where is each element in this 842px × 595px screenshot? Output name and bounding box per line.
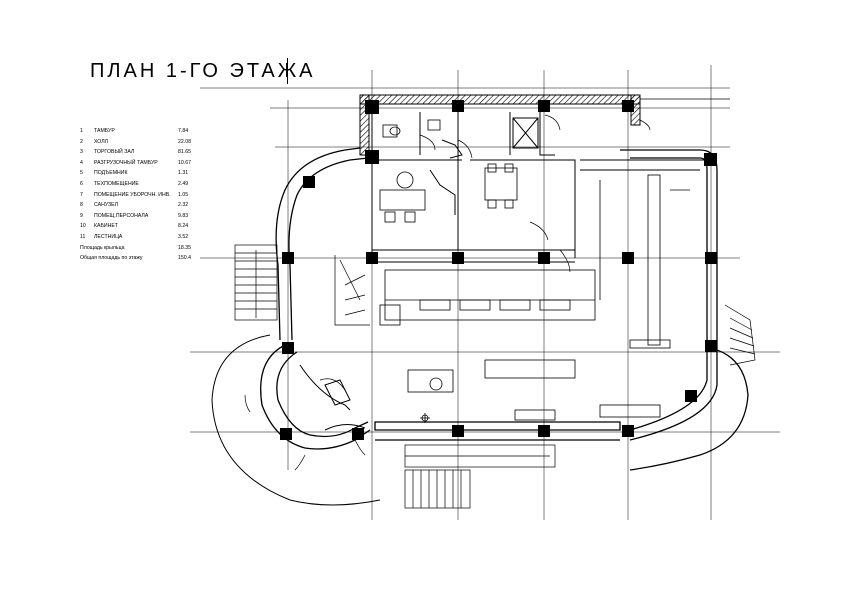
legend-row: 6 ТЕХПОМЕЩЕНИЕ 2.49 bbox=[80, 181, 200, 192]
legend-room-area: 2.49 bbox=[178, 180, 189, 187]
legend-row: 4 РАЗГРУЗОЧНЫЙ ТАМБУР 10.67 bbox=[80, 160, 200, 171]
legend-room-name: ЛЕСТНИЦА bbox=[94, 233, 123, 240]
legend-row: 10 КАБИНЕТ 8.24 bbox=[80, 223, 200, 234]
legend-number: 5 bbox=[80, 170, 83, 177]
outer-walls bbox=[260, 147, 749, 471]
legend-number: 10 bbox=[80, 223, 86, 230]
stair-internal bbox=[334, 255, 370, 326]
legend-room-area: 7.84 bbox=[178, 128, 189, 134]
stair-south bbox=[404, 444, 556, 509]
doors bbox=[244, 114, 651, 471]
room-legend: 1 ТАМБУР 7.84 2 ХОЛЛ 22.08 3 ТОРГОВЫЙ ЗАЛ 81.6… bbox=[80, 128, 200, 266]
legend-room-name: ТАМБУР bbox=[94, 128, 115, 134]
legend-room-area: 2.32 bbox=[178, 202, 189, 209]
legend-summary-row: Общая площадь по этажу 150.4 bbox=[80, 255, 200, 266]
legend-room-name: САНУЗЕЛ bbox=[94, 202, 119, 209]
legend-row: 5 ПОДЪЕМНИК 1.31 bbox=[80, 170, 200, 181]
porch-outline bbox=[211, 334, 381, 506]
title-separator bbox=[287, 58, 288, 84]
legend-room-area: 9.83 bbox=[178, 212, 189, 219]
legend-room-area: 1.05 bbox=[178, 191, 189, 198]
legend-row: 9 ПОМЕЩ.ПЕРСОНАЛА 9.83 bbox=[80, 213, 200, 224]
porch-area-value: 18.35 bbox=[178, 244, 191, 251]
legend-number: 3 bbox=[80, 149, 83, 156]
total-area-value: 150.4 bbox=[178, 255, 191, 262]
legend-number: 6 bbox=[80, 180, 83, 187]
legend-number: 9 bbox=[80, 212, 83, 219]
legend-row: 3 ТОРГОВЫЙ ЗАЛ 81.65 bbox=[80, 149, 200, 160]
legend-room-area: 8.24 bbox=[178, 223, 189, 230]
drawing-title: ПЛАН 1-ГО ЭТАЖА bbox=[90, 60, 316, 82]
legend-room-name: ПОДЪЕМНИК bbox=[94, 170, 128, 177]
legend-room-name: ПОМЕЩЕНИЕ УБОРОЧН. ИНВ. bbox=[94, 191, 171, 198]
stair-left bbox=[234, 244, 278, 321]
furniture bbox=[379, 119, 690, 423]
legend-number: 2 bbox=[80, 138, 83, 145]
legend-room-name: РАЗГРУЗОЧНЫЙ ТАМБУР bbox=[94, 159, 158, 166]
legend-row: 2 ХОЛЛ 22.08 bbox=[80, 139, 200, 150]
legend-room-area: 1.31 bbox=[178, 170, 189, 177]
legend-row: 1 ТАМБУР 7.84 bbox=[80, 128, 200, 139]
legend-row: 8 САНУЗЕЛ 2.32 bbox=[80, 202, 200, 213]
structural-columns bbox=[280, 100, 717, 440]
stair-east bbox=[724, 304, 756, 366]
legend-number: 11 bbox=[80, 233, 86, 240]
legend-room-name: КАБИНЕТ bbox=[94, 223, 118, 230]
legend-row: 7 ПОМЕЩЕНИЕ УБОРОЧН. ИНВ. 1.05 bbox=[80, 192, 200, 203]
legend-row: 11 ЛЕСТНИЦА 3.52 bbox=[80, 234, 200, 245]
entrance-vestibule bbox=[299, 364, 366, 431]
legend-room-area: 3.52 bbox=[178, 233, 189, 240]
legend-number: 7 bbox=[80, 191, 83, 198]
total-area-label: Общая площадь по этажу bbox=[80, 255, 143, 262]
legend-summary-row: Площадь крыльца 18.35 bbox=[80, 245, 200, 256]
legend-room-name: ХОЛЛ bbox=[94, 138, 109, 145]
legend-room-name: ТОРГОВЫЙ ЗАЛ bbox=[94, 149, 135, 156]
legend-room-name: ПОМЕЩ.ПЕРСОНАЛА bbox=[94, 212, 149, 219]
legend-number: 4 bbox=[80, 159, 83, 166]
porch-area-label: Площадь крыльца bbox=[80, 244, 125, 251]
legend-room-name: ТЕХПОМЕЩЕНИЕ bbox=[94, 180, 139, 187]
legend-room-area: 10.67 bbox=[178, 159, 191, 166]
legend-room-area: 22.08 bbox=[178, 138, 191, 145]
interior-partitions bbox=[371, 112, 707, 263]
legend-room-area: 81.65 bbox=[178, 149, 191, 156]
legend-number: 8 bbox=[80, 202, 83, 209]
legend-number: 1 bbox=[80, 128, 83, 134]
